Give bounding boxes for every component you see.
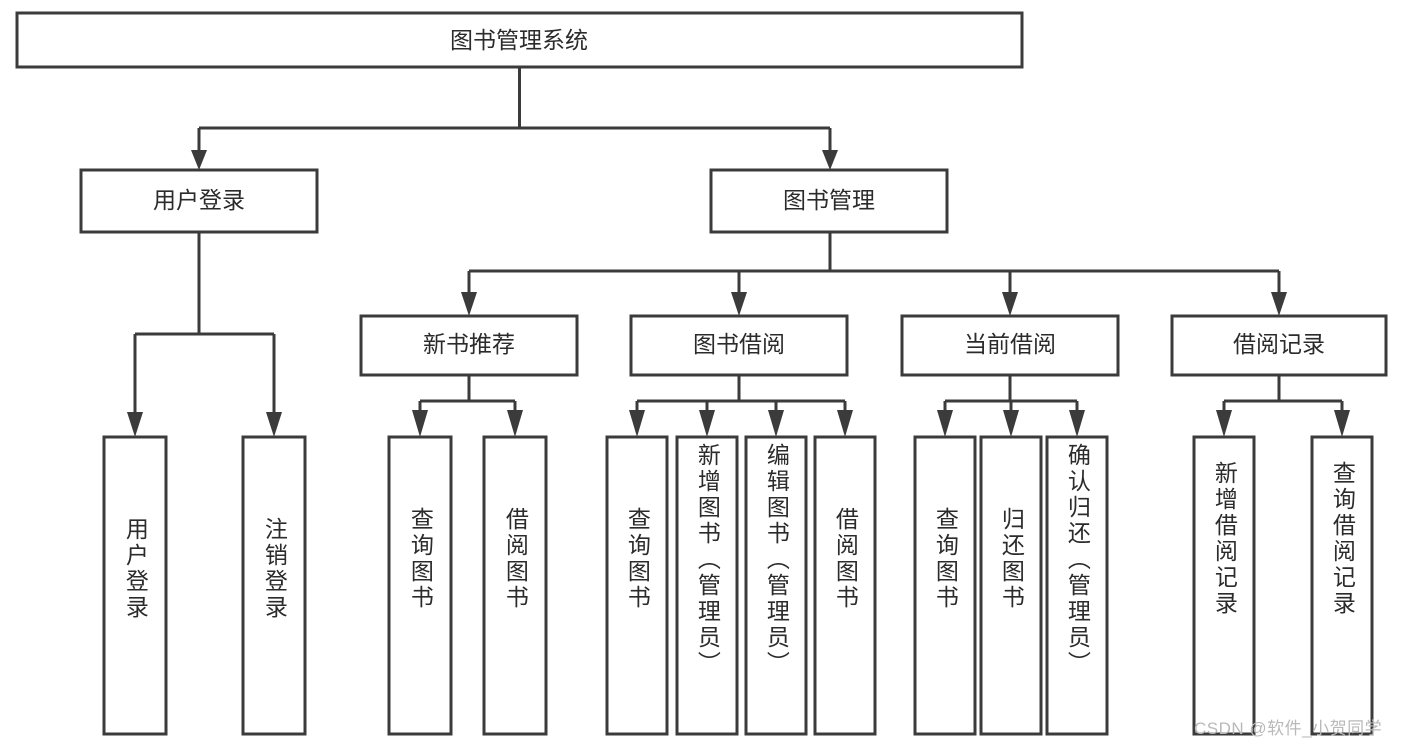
arrowhead-leaf-edit-book-admin bbox=[768, 410, 784, 437]
node-box-leaf-return-book[interactable] bbox=[979, 435, 1043, 736]
nodes-layer: 图书管理系统 用户登录 图书管理 新书推荐 图书借阅 当前借阅 借阅记录 bbox=[15, 11, 1388, 736]
node-box-book-borrow[interactable] bbox=[629, 314, 849, 377]
node-box-leaf-confirm-return[interactable] bbox=[1045, 435, 1109, 736]
node-box-leaf-user-login[interactable] bbox=[102, 435, 168, 736]
node-box-current-borrow[interactable] bbox=[900, 314, 1120, 377]
node-box-leaf-query-borrow-record[interactable] bbox=[1310, 435, 1374, 736]
arrowhead-borrow-record bbox=[1271, 292, 1287, 316]
node-box-leaf-add-borrow-record[interactable] bbox=[1192, 435, 1256, 736]
arrowhead-leaf-add-borrow-record bbox=[1216, 410, 1232, 437]
node-label-book-manage: 图书管理 bbox=[783, 187, 875, 213]
node-box-leaf-add-book-admin[interactable] bbox=[675, 435, 739, 736]
arrowhead-leaf-return-book bbox=[1003, 410, 1019, 437]
arrowhead-leaf-add-book-admin bbox=[699, 410, 715, 437]
arrowhead-leaf-query-book-1 bbox=[412, 410, 428, 437]
node-label-book-borrow: 图书借阅 bbox=[693, 331, 785, 357]
node-box-leaf-query-book-3[interactable] bbox=[913, 435, 977, 736]
arrowhead-new-book-rec bbox=[461, 292, 477, 316]
node-label-user-login: 用户登录 bbox=[153, 187, 245, 213]
arrowhead-leaf-query-borrow-record bbox=[1334, 410, 1350, 437]
arrowhead-leaf-logout bbox=[266, 412, 282, 437]
node-label-borrow-record: 借阅记录 bbox=[1233, 331, 1325, 357]
node-box-leaf-query-book-2[interactable] bbox=[605, 435, 669, 736]
node-box-leaf-query-book-1[interactable] bbox=[387, 435, 453, 736]
edges-layer bbox=[127, 67, 1350, 437]
node-box-book-manage[interactable] bbox=[709, 168, 949, 234]
arrowhead-book-borrow bbox=[731, 292, 747, 316]
arrowhead-leaf-user-login bbox=[127, 412, 143, 437]
node-box-root[interactable] bbox=[15, 11, 1024, 69]
arrowhead-book-manage bbox=[822, 150, 838, 170]
node-box-leaf-borrow-book-2[interactable] bbox=[813, 435, 877, 736]
arrowhead-leaf-query-book-3 bbox=[937, 410, 953, 437]
node-label-current-borrow: 当前借阅 bbox=[964, 331, 1056, 357]
node-box-leaf-borrow-book-1[interactable] bbox=[482, 435, 548, 736]
arrowhead-leaf-borrow-book-1 bbox=[507, 410, 523, 437]
node-box-borrow-record[interactable] bbox=[1170, 314, 1388, 377]
watermark-label: CSDN @软件_小贺同学 bbox=[1194, 719, 1383, 738]
node-box-new-book-rec[interactable] bbox=[359, 314, 579, 377]
node-label-root: 图书管理系统 bbox=[450, 27, 588, 53]
node-box-leaf-logout[interactable] bbox=[241, 435, 307, 736]
node-label-new-book-rec: 新书推荐 bbox=[423, 331, 515, 357]
arrowhead-user-login bbox=[191, 150, 207, 170]
arrowhead-current-borrow bbox=[1002, 292, 1018, 316]
arrowhead-leaf-borrow-book-2 bbox=[837, 410, 853, 437]
node-box-leaf-edit-book-admin[interactable] bbox=[744, 435, 808, 736]
arrowhead-leaf-query-book-2 bbox=[629, 410, 645, 437]
node-box-user-login[interactable] bbox=[79, 168, 319, 234]
arrowhead-leaf-confirm-return bbox=[1069, 410, 1085, 437]
